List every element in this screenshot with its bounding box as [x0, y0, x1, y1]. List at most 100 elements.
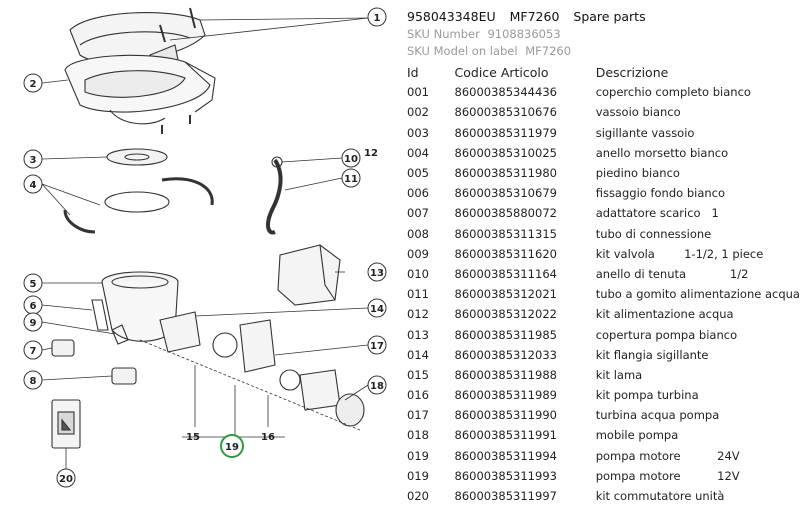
- cell-code: 86000385311993: [454, 468, 557, 483]
- cell-id: 003: [407, 125, 429, 140]
- cell-code: 86000385311991: [454, 428, 557, 443]
- cell-id: 005: [407, 166, 429, 181]
- callout-7: 7: [23, 340, 43, 360]
- sku-number-value: 9108836053: [487, 27, 561, 41]
- column-header-code: Codice Articolo: [454, 64, 549, 80]
- table-row: 016 86000385311989 kit pompa turbina: [407, 385, 800, 405]
- sku-number-label: SKU Number: [407, 27, 480, 41]
- pump-cover-part: [277, 244, 341, 306]
- cell-code: 86000385344436: [454, 85, 557, 100]
- callout-14: 14: [367, 298, 387, 318]
- svg-text:11: 11: [344, 174, 358, 185]
- cell-code: 86000385311994: [454, 448, 557, 463]
- clamp-ring-part: [63, 177, 214, 234]
- cell-description: kit pompa turbina: [595, 388, 699, 403]
- table-row: 004 86000385310025 anello morsetto bianco: [407, 143, 800, 163]
- cell-id: 019: [407, 468, 429, 483]
- cell-description: vassoio bianco: [595, 105, 681, 120]
- callout-9: 9: [23, 312, 43, 332]
- tray-part: [64, 54, 216, 134]
- cell-code: 86000385312022: [454, 307, 557, 322]
- cell-code: 86000385311985: [454, 327, 557, 342]
- callout-5: 5: [23, 273, 43, 293]
- callout-18: 18: [367, 375, 387, 395]
- callout-2: 2: [23, 73, 43, 93]
- svg-text:7: 7: [30, 346, 37, 357]
- svg-text:20: 20: [59, 474, 73, 485]
- svg-text:19: 19: [225, 442, 239, 453]
- product-code: 958043348EU: [407, 9, 496, 24]
- cell-code: 86000385311990: [454, 408, 557, 423]
- switch-part: [51, 399, 81, 449]
- cell-code: 86000385310676: [454, 105, 557, 120]
- cell-id: 011: [407, 287, 429, 302]
- cell-description: pompa motore 24V: [595, 448, 740, 463]
- svg-text:3: 3: [30, 155, 37, 166]
- cell-id: 016: [407, 388, 429, 403]
- callout-11: 11: [341, 168, 361, 188]
- pump-assembly-part: [139, 311, 365, 431]
- callout-16: 16: [261, 432, 275, 443]
- cell-description: piedino bianco: [595, 166, 680, 181]
- cell-description: adattatore scarico 1: [595, 206, 719, 221]
- cell-code: 86000385311980: [454, 166, 557, 181]
- sku-model-line: SKU Model on label MF7260: [407, 43, 800, 60]
- cell-code: 86000385312021: [454, 287, 557, 302]
- cell-code: 86000385311989: [454, 388, 557, 403]
- cell-description: copertura pompa bianco: [595, 327, 738, 342]
- cell-description: turbina acqua pompa: [595, 408, 720, 423]
- cell-description: anello morsetto bianco: [595, 145, 729, 160]
- cell-id: 009: [407, 246, 429, 261]
- callout-6: 6: [23, 295, 43, 315]
- cell-id: 013: [407, 327, 429, 342]
- cell-description: anello di tenuta 1/2: [595, 266, 749, 281]
- table-row: 011 86000385312021 tubo a gomito alimentaz…: [407, 284, 800, 304]
- product-model: MF7260: [509, 9, 560, 24]
- cell-id: 010: [407, 266, 429, 281]
- svg-text:8: 8: [30, 376, 37, 387]
- cell-id: 006: [407, 186, 429, 201]
- cell-description: tubo di connessione: [595, 226, 712, 241]
- column-header-description: Descrizione: [595, 64, 669, 80]
- cell-description: pompa motore 12V: [595, 468, 740, 483]
- exploded-parts-diagram: 1 2 3 4 5 6 7 8 9 10 11 12 13 14 15 16 1…: [23, 7, 387, 488]
- cell-code: 86000385310025: [454, 145, 557, 160]
- svg-text:13: 13: [370, 268, 384, 279]
- callout-15: 15: [186, 432, 200, 443]
- table-row: 019 86000385311993 pompa motore 12V: [407, 466, 800, 486]
- cell-id: 004: [407, 145, 429, 160]
- cell-code: 86000385311315: [454, 226, 557, 241]
- cell-id: 018: [407, 428, 429, 443]
- cell-description: tubo a gomito alimentazione acqua: [595, 287, 800, 302]
- svg-text:18: 18: [370, 381, 384, 392]
- cell-code: 86000385310679: [454, 186, 557, 201]
- callout-19-highlighted: 19: [220, 434, 244, 458]
- cell-description: coperchio completo bianco: [595, 85, 751, 100]
- table-row: 005 86000385311980 piedino bianco: [407, 163, 800, 183]
- sku-number-line: SKU Number 9108836053: [407, 26, 800, 43]
- cell-code: 86000385311164: [454, 266, 557, 281]
- sku-model-value: MF7260: [525, 44, 572, 58]
- cell-description: kit lama: [595, 367, 643, 382]
- svg-text:16: 16: [261, 432, 275, 443]
- svg-text:15: 15: [186, 432, 200, 443]
- callout-10: 10: [341, 148, 361, 168]
- cell-code: 86000385311988: [454, 367, 557, 382]
- header-line: 958043348EU MF7260 Spare parts: [407, 8, 800, 26]
- svg-text:2: 2: [30, 79, 37, 90]
- svg-text:10: 10: [344, 154, 358, 165]
- callout-12: 12: [364, 148, 378, 159]
- cell-description: kit alimentazione acqua: [595, 307, 734, 322]
- cell-code: 86000385311997: [454, 489, 557, 504]
- cell-id: 008: [407, 226, 429, 241]
